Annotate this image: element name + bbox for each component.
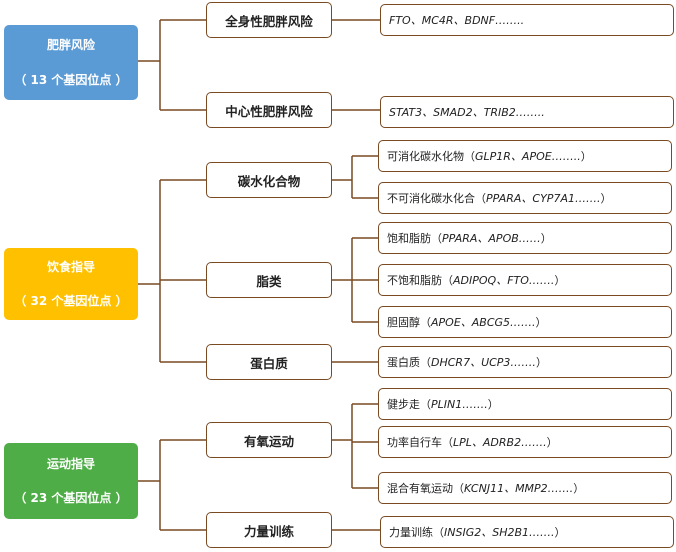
node-carbohydrate: 碳水化合物 <box>206 162 332 198</box>
leaf-suffix: ） <box>535 316 547 329</box>
node-aerobic-exercise: 有氧运动 <box>206 422 332 458</box>
leaf-label: 功率自行车（ <box>387 436 453 449</box>
leaf-unsaturated-fat: 不饱和脂肪（ ADIPOQ、FTO……. ） <box>378 264 672 296</box>
node-central-obesity-risk: 中心性肥胖风险 <box>206 92 332 128</box>
node-general-obesity-risk: 全身性肥胖风险 <box>206 2 332 38</box>
leaf-label: 不可消化碳水化合（ <box>387 192 486 205</box>
leaf-genes: DHCR7、UCP3……. <box>431 356 536 369</box>
leaf-general-obesity-genes: FTO、MC4R、BDNF…….. <box>380 4 674 36</box>
leaf-suffix: ） <box>487 398 499 411</box>
leaf-suffix: ） <box>600 192 612 205</box>
category-title: 肥胖风险 <box>46 38 95 53</box>
leaf-label: 可消化碳水化物（ <box>387 150 475 163</box>
leaf-label: 健步走（ <box>387 398 431 411</box>
leaf-suffix: ） <box>535 356 547 369</box>
leaf-genes: STAT3、SMAD2、TRIB2…….. <box>389 106 545 119</box>
leaf-genes: PLIN1……. <box>431 397 488 411</box>
leaf-protein: 蛋白质（ DHCR7、UCP3……. ） <box>378 346 672 378</box>
leaf-genes: GLP1R、APOE…….. <box>475 150 581 163</box>
node-strength-training: 力量训练 <box>206 512 332 548</box>
category-count: （ 23 个基因位点 ） <box>14 491 128 505</box>
category-count: （ 32 个基因位点 ） <box>14 294 128 308</box>
leaf-suffix: ） <box>580 150 592 163</box>
category-count: （ 13 个基因位点 ） <box>14 72 128 87</box>
leaf-genes: LPL、ADRB2……. <box>453 436 547 449</box>
leaf-genes: INSIG2、SH2B1……. <box>444 526 555 539</box>
leaf-stationary-bike: 功率自行车（ LPL、ADRB2……. ） <box>378 426 672 458</box>
leaf-genes: FTO、MC4R、BDNF…….. <box>389 14 525 27</box>
leaf-suffix: ） <box>554 274 566 287</box>
leaf-label: 力量训练（ <box>389 526 444 539</box>
leaf-genes: PPARA、APOB…… <box>442 232 541 245</box>
leaf-suffix: ） <box>546 436 558 449</box>
leaf-saturated-fat: 饱和脂肪（ PPARA、APOB…… ） <box>378 222 672 254</box>
leaf-digestible-carb: 可消化碳水化物（ GLP1R、APOE…….. ） <box>378 140 672 172</box>
leaf-mixed-aerobic: 混合有氧运动（ KCNJ11、MMP2……. ） <box>378 472 672 504</box>
category-exercise-guidance: 运动指导 （ 23 个基因位点 ） <box>4 443 138 519</box>
category-obesity-risk: 肥胖风险 （ 13 个基因位点 ） <box>4 25 138 100</box>
node-protein: 蛋白质 <box>206 344 332 380</box>
leaf-label: 蛋白质（ <box>387 356 431 369</box>
leaf-label: 不饱和脂肪（ <box>387 274 453 287</box>
node-lipids: 脂类 <box>206 262 332 298</box>
category-title: 运动指导 <box>46 456 95 471</box>
leaf-indigestible-carb: 不可消化碳水化合（ PPARA、CYP7A1……. ） <box>378 182 672 214</box>
leaf-suffix: ） <box>554 526 566 539</box>
leaf-cholesterol: 胆固醇（ APOE、ABCG5……. ） <box>378 306 672 338</box>
leaf-genes: KCNJ11、MMP2……. <box>464 482 574 495</box>
leaf-suffix: ） <box>540 232 552 245</box>
leaf-label: 饱和脂肪（ <box>387 232 442 245</box>
leaf-central-obesity-genes: STAT3、SMAD2、TRIB2…….. <box>380 96 674 128</box>
leaf-label: 胆固醇（ <box>387 316 431 329</box>
leaf-genes: ADIPOQ、FTO……. <box>453 274 555 287</box>
leaf-strength-training: 力量训练（ INSIG2、SH2B1……. ） <box>380 516 674 548</box>
leaf-genes: PPARA、CYP7A1……. <box>486 192 601 205</box>
leaf-label: 混合有氧运动（ <box>387 482 464 495</box>
leaf-brisk-walking: 健步走（ PLIN1……. ） <box>378 388 672 420</box>
leaf-suffix: ） <box>573 482 585 495</box>
category-diet-guidance: 饮食指导 （ 32 个基因位点 ） <box>4 248 138 320</box>
category-title: 饮食指导 <box>46 259 95 274</box>
leaf-genes: APOE、ABCG5……. <box>431 316 536 329</box>
